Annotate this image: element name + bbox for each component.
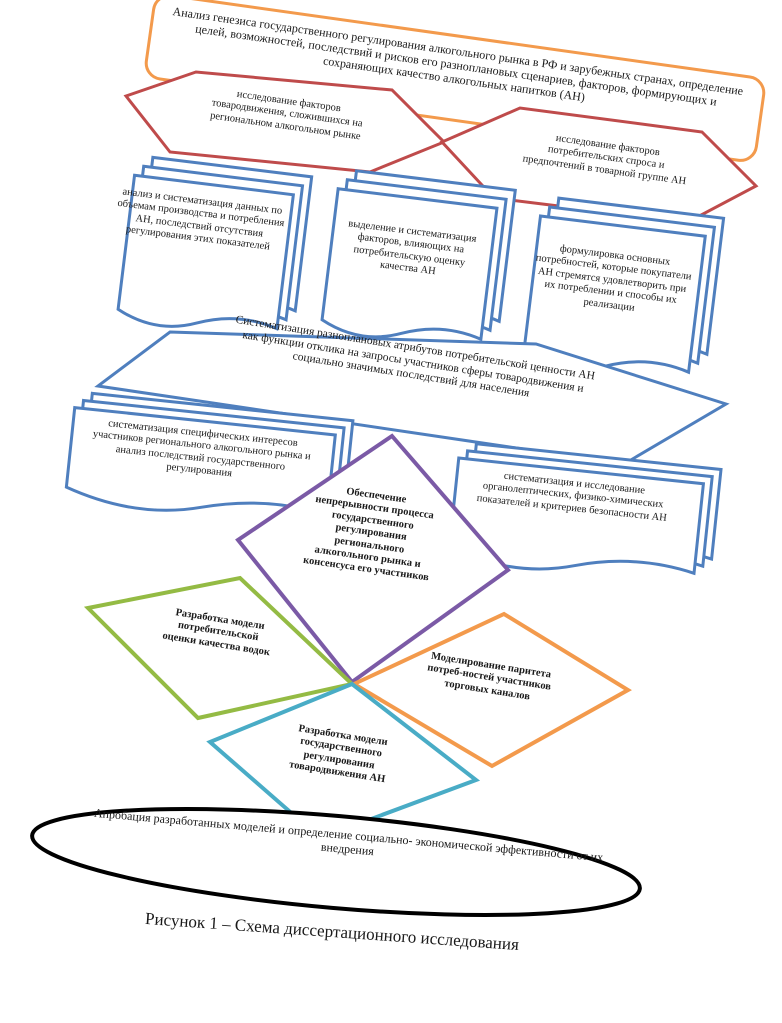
center-diamond-text: Обеспечение непрерывности процесса госуд… (302, 486, 435, 584)
orange-diamond-shape (349, 611, 632, 769)
doc-1-shape (116, 155, 314, 331)
doc-2-shape (320, 169, 517, 342)
doc-3-shape (522, 196, 726, 375)
doc-5-shape (447, 442, 723, 576)
ellipse-shape (30, 807, 642, 917)
doc-4-shape (64, 391, 355, 517)
parallelogram-shape (94, 330, 730, 466)
